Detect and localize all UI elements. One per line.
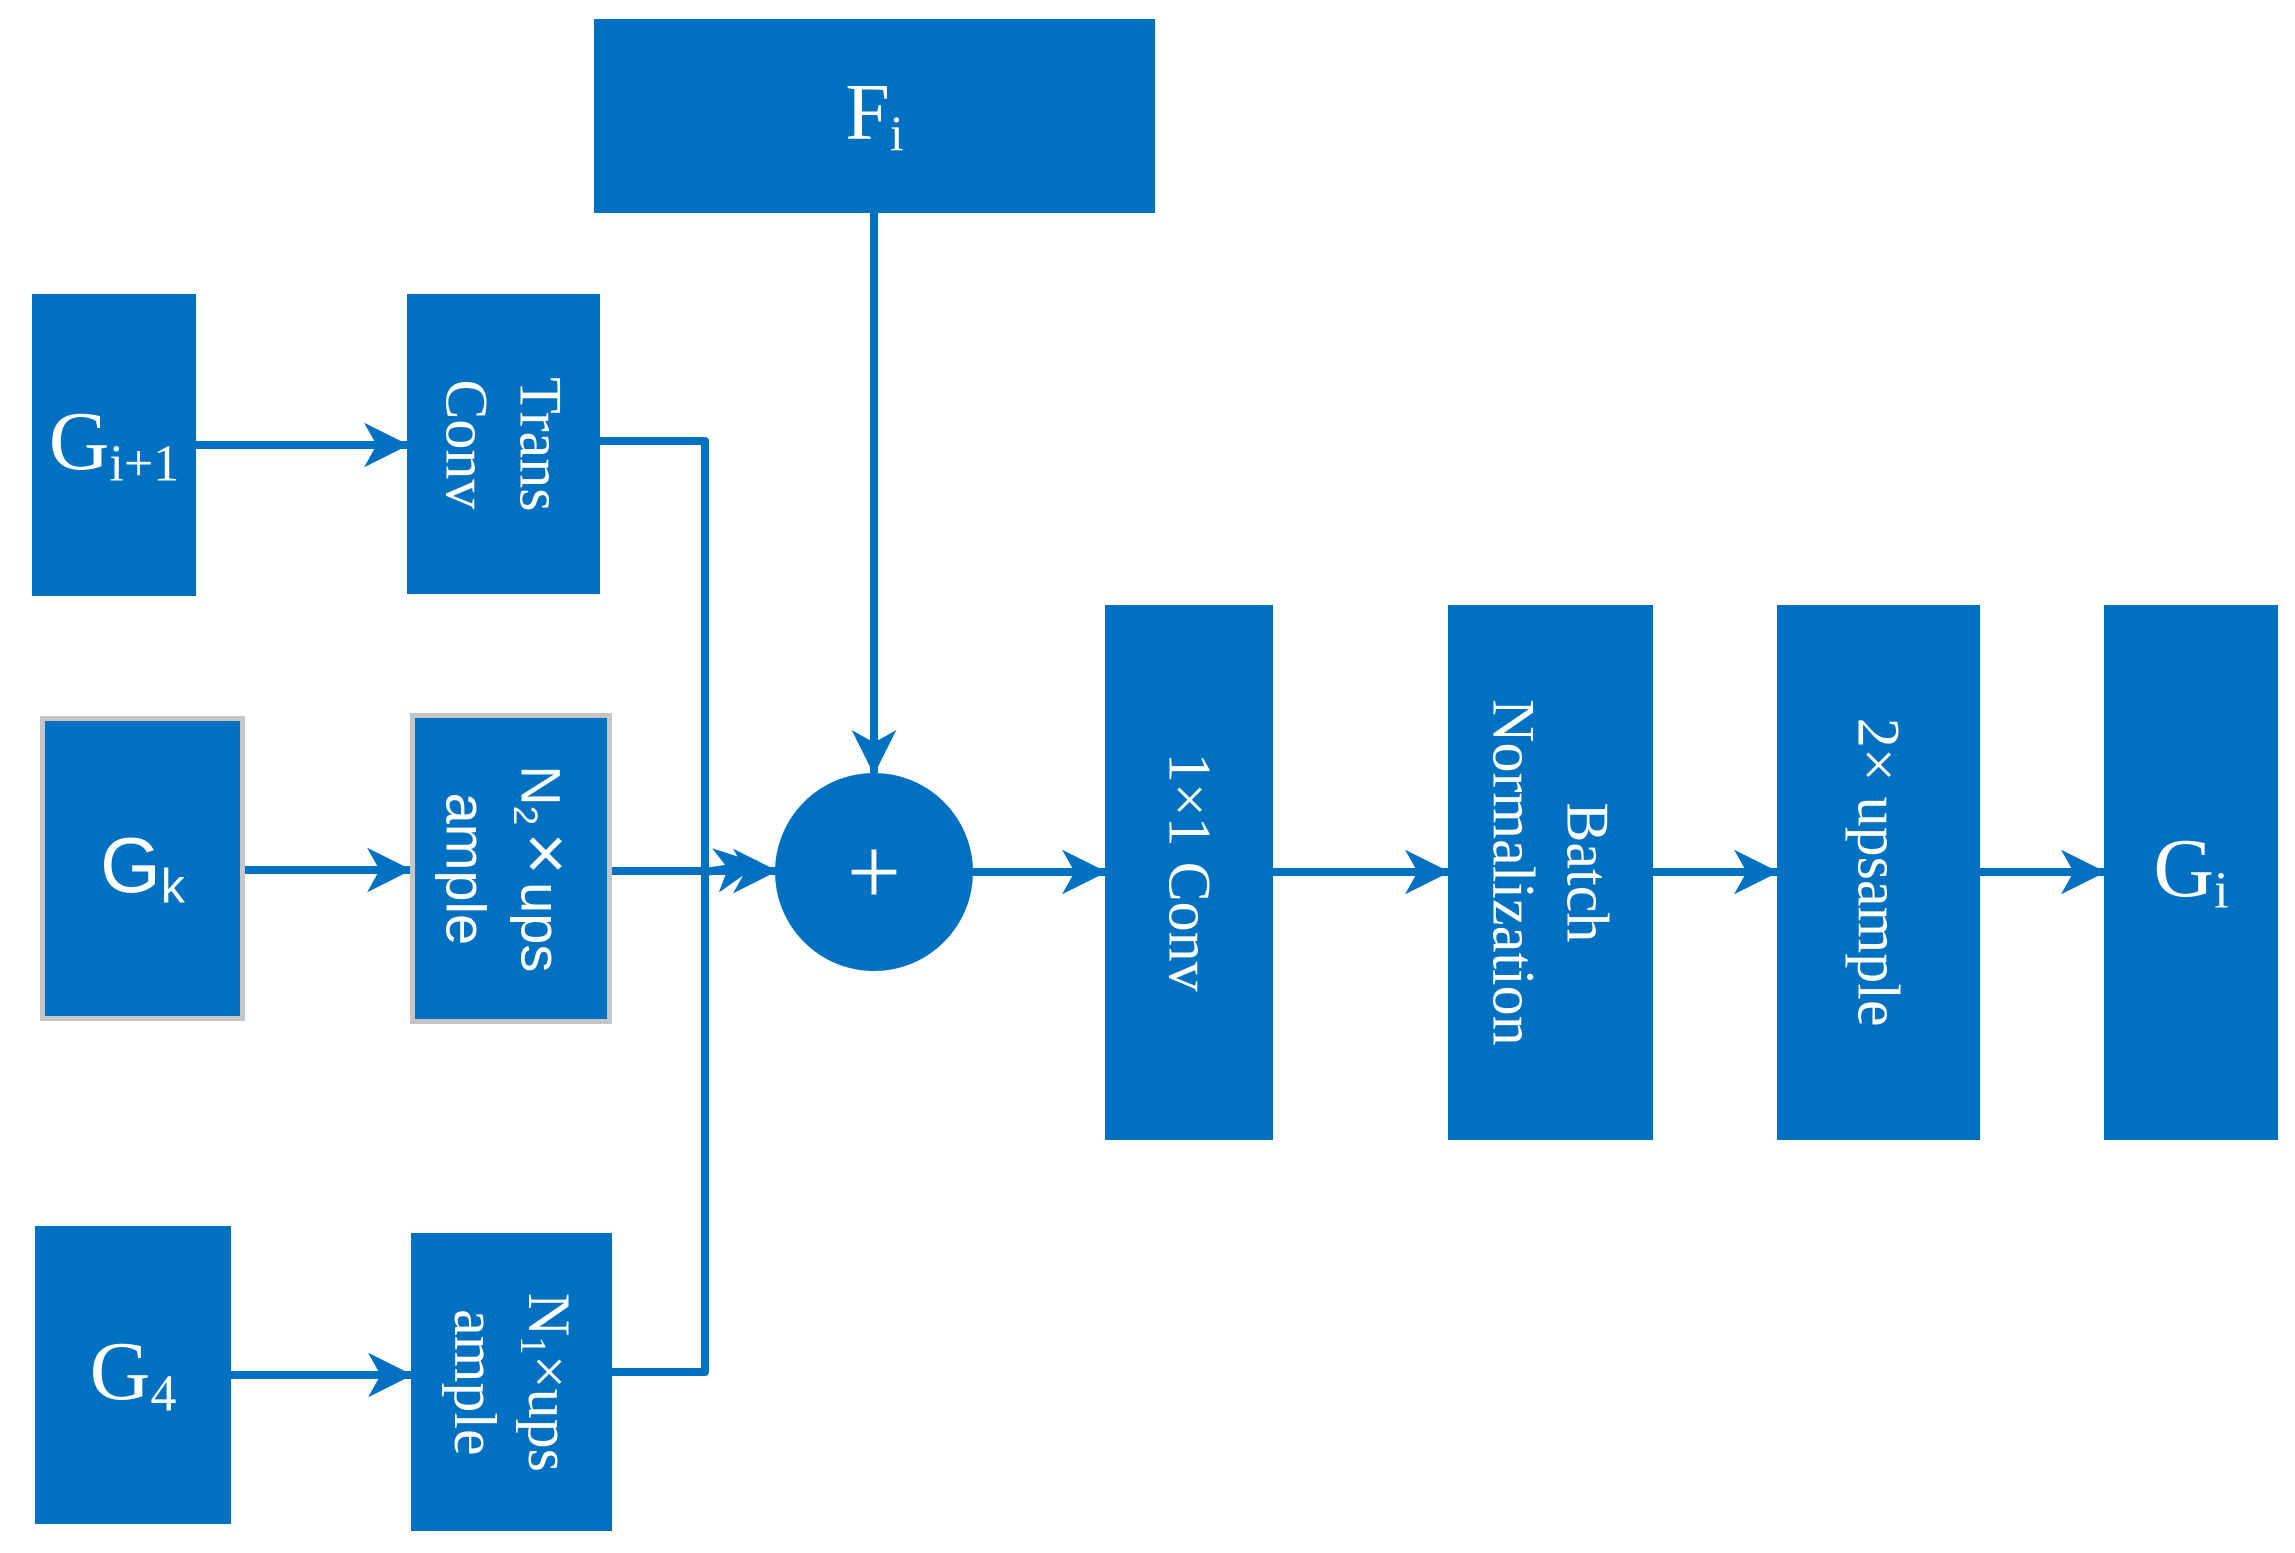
arrow-bus-to-sum <box>704 848 760 893</box>
node-batch-norm-label: Batch Normalization <box>1476 699 1625 1046</box>
node-gi-label: Gi <box>2153 827 2228 918</box>
node-g4: G4 <box>35 1226 231 1524</box>
node-n2-upsample-label: N2 × ups ample <box>431 765 591 972</box>
node-n1-upsample-label: N1×ups ample <box>437 1292 586 1471</box>
batch-norm-line1: Batch <box>1554 802 1621 943</box>
g4-sub: 4 <box>150 1365 177 1423</box>
node-n2-upsample: N2 × ups ample <box>410 713 612 1024</box>
node-upsample-2x-label: 2× upsample <box>1845 718 1912 1027</box>
n1-base: N <box>515 1292 582 1336</box>
node-gi-plus-1: Gi+1 <box>32 294 196 596</box>
trans-conv-line1: Trans <box>507 376 574 512</box>
node-n1-upsample: N1×ups ample <box>411 1233 612 1531</box>
n2-upsample-line2: ample <box>434 792 498 945</box>
sum-plus-symbol: + <box>846 818 902 925</box>
n1-upsample-line2: ample <box>441 1308 508 1456</box>
node-gi-plus-1-label: Gi+1 <box>49 399 180 493</box>
n2-tail: ups <box>509 881 573 973</box>
trans-conv-line2: Conv <box>433 378 500 510</box>
gi-base: G <box>2153 822 2215 916</box>
node-gk-label: Gk <box>100 826 185 911</box>
n1-tail: ups <box>515 1388 582 1472</box>
fi-sub: i <box>889 106 904 162</box>
n1-sub: 1 <box>511 1335 553 1355</box>
node-batch-norm: Batch Normalization <box>1448 605 1653 1140</box>
gk-base: G <box>100 821 161 909</box>
node-trans-conv: Trans Conv <box>407 294 600 594</box>
node-conv-1x1: 1×1 Conv <box>1105 605 1273 1140</box>
n2-times-sign: × <box>505 831 587 875</box>
node-fi-label: Fi <box>845 73 903 159</box>
node-fi: Fi <box>594 19 1155 213</box>
gi-plus-1-base: G <box>48 394 110 488</box>
node-trans-conv-label: Trans Conv <box>429 377 578 512</box>
node-gi: Gi <box>2104 605 2278 1140</box>
gi-sub: i <box>2214 862 2229 920</box>
fi-base: F <box>845 69 890 158</box>
g4-base: G <box>89 1324 151 1418</box>
node-g4-label: G4 <box>90 1329 177 1423</box>
n2-upsample-line1: N2 × ups <box>501 765 591 972</box>
n1-upsample-line1: N1×ups <box>511 1292 585 1471</box>
n1-times-sign: × <box>515 1354 582 1389</box>
node-gk: Gk <box>40 716 245 1021</box>
gk-sub: k <box>160 859 185 914</box>
connector-bus-transconv-n1 <box>600 437 709 1376</box>
gi-plus-1-sub: i+1 <box>109 435 180 493</box>
batch-norm-line2: Normalization <box>1480 699 1547 1046</box>
n2-sub: 2 <box>506 805 545 825</box>
n2-base: N <box>509 764 573 806</box>
node-conv-1x1-label: 1×1 Conv <box>1156 753 1223 992</box>
node-upsample-2x: 2× upsample <box>1777 605 1980 1140</box>
